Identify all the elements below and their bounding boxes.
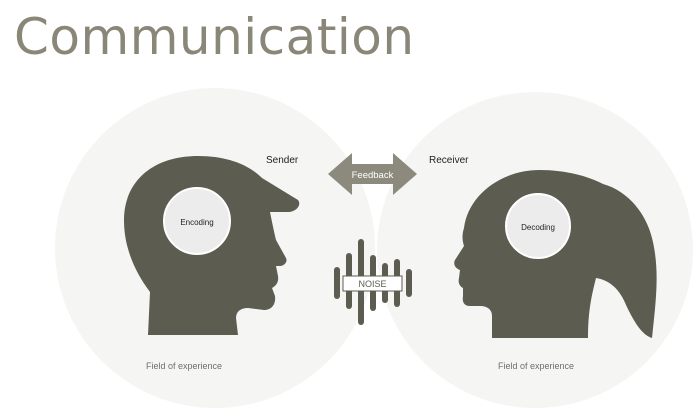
receiver-field-label: Field of experience — [498, 361, 574, 371]
receiver-label: Receiver — [429, 155, 469, 166]
noise-box: NOISE — [342, 275, 403, 292]
sender-label: Sender — [266, 155, 299, 166]
decoding-circle — [505, 193, 571, 259]
encoding-label: Encoding — [180, 218, 213, 227]
slide-title: Communication — [14, 8, 415, 66]
noise-label: NOISE — [358, 279, 386, 289]
double-arrow-icon — [328, 153, 417, 195]
feedback-arrow: Feedback — [328, 153, 417, 195]
encoding-circle — [163, 187, 231, 255]
sender-field-label: Field of experience — [146, 361, 222, 371]
decoding-label: Decoding — [521, 223, 555, 232]
feedback-label: Feedback — [352, 170, 394, 181]
